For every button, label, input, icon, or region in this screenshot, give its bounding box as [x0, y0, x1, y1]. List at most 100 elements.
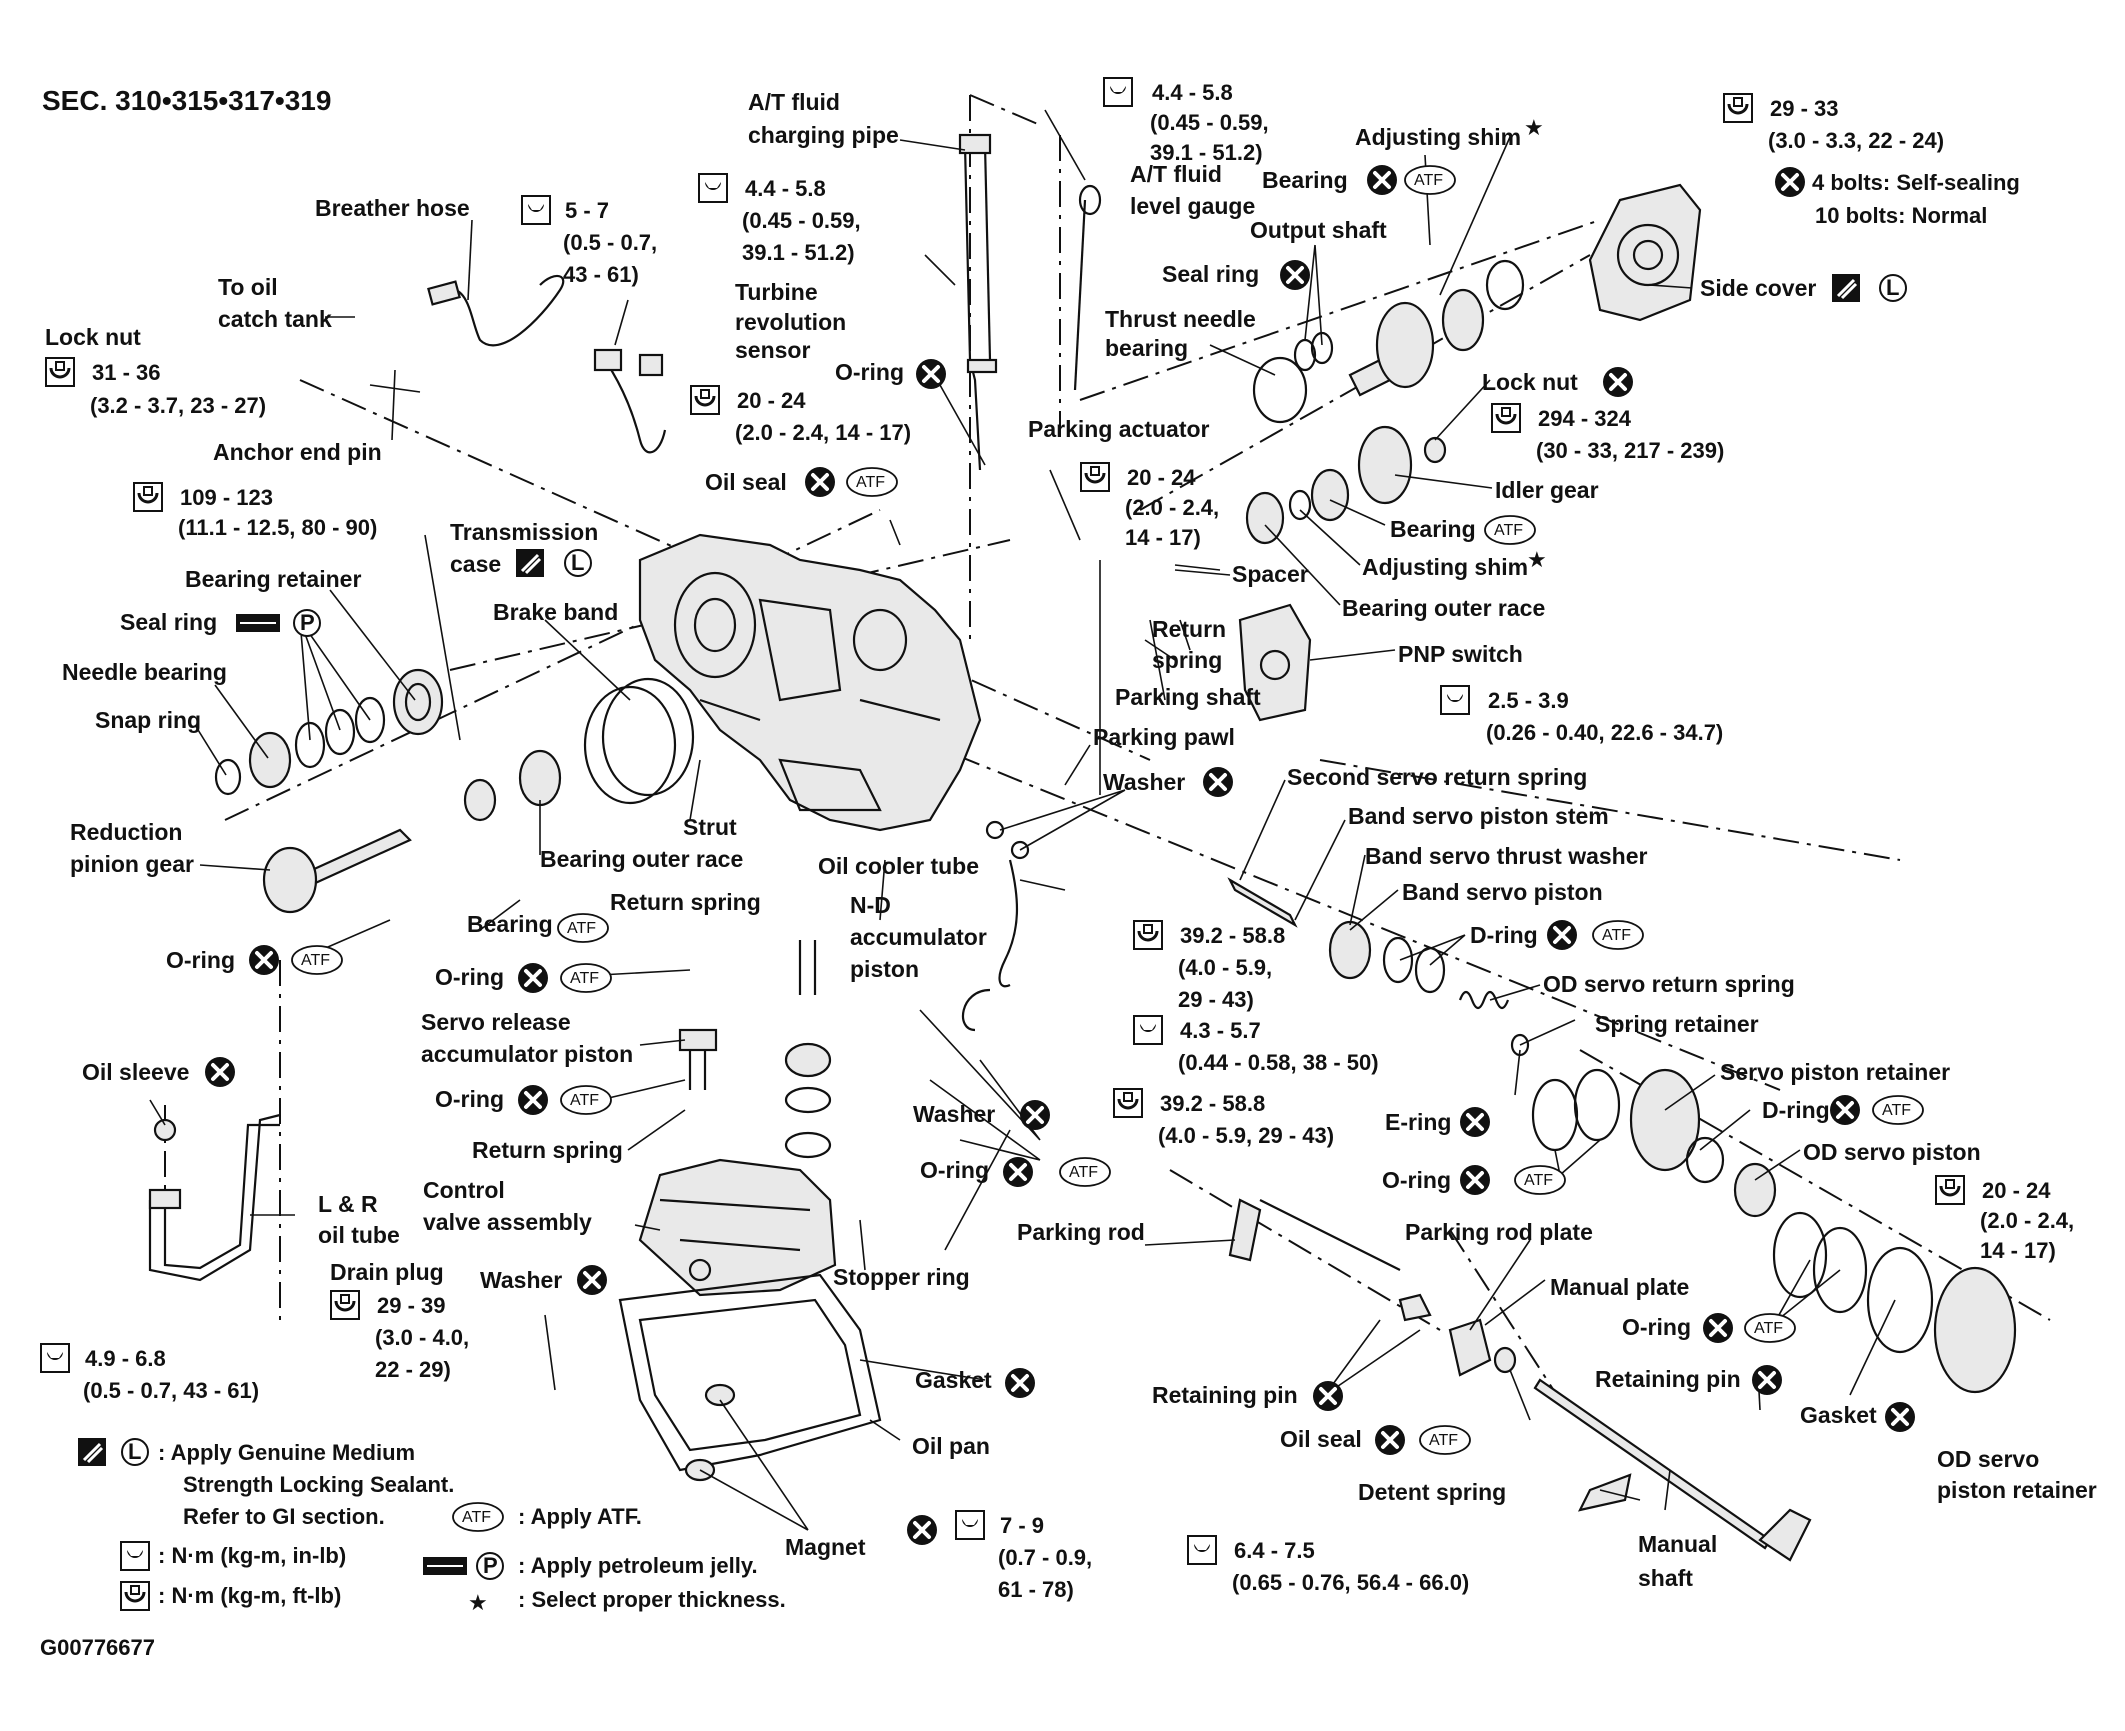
label-magnet: Magnet [785, 1534, 866, 1560]
lr-oil-tube-part [148, 1113, 281, 1282]
legend-atf: : Apply ATF. [518, 1504, 642, 1529]
torque-cooler2-a: 4.3 - 5.7 [1180, 1018, 1261, 1043]
replace-icon [1001, 1155, 1035, 1189]
torque-gauge-b: (0.45 - 0.59, [1150, 110, 1269, 135]
brake-band-part [583, 677, 695, 805]
label-to-oil-catch-tank-2: catch tank [218, 306, 332, 332]
label-manual-shaft-1: Manual [1638, 1531, 1717, 1557]
legend-locking-icon: L [128, 1439, 141, 1464]
side-cover-part [1588, 183, 1702, 322]
replace-icon [1373, 1423, 1407, 1457]
torque-idler-b: (30 - 33, 217 - 239) [1536, 438, 1724, 463]
label-lock-nut-right: Lock nut [1482, 369, 1578, 395]
legend-sealant-1: : Apply Genuine Medium [158, 1440, 415, 1465]
label-pnp-switch: PNP switch [1398, 641, 1523, 667]
label-transmission-case-2: case [450, 551, 501, 577]
replace-icon [516, 1083, 550, 1117]
label-oil-sleeve: Oil sleeve [82, 1059, 189, 1085]
label-od-servo-return-spring: OD servo return spring [1543, 971, 1795, 997]
label-adjusting-shim-right: Adjusting shim [1362, 554, 1528, 580]
torque-pan-c: 61 - 78) [998, 1577, 1074, 1602]
label-reduction-pinion-gear-2: pinion gear [70, 851, 194, 877]
label-second-servo-spring: Second servo return spring [1287, 764, 1587, 790]
label-turbine-sensor-2: revolution [735, 309, 846, 335]
replace-icon [1601, 365, 1635, 399]
label-bearing-top: Bearing [1262, 167, 1348, 193]
torque-cooler3-a: 39.2 - 58.8 [1160, 1091, 1265, 1116]
label-seal-ring-left: Seal ring [120, 609, 217, 635]
parking-rod-part [1228, 1198, 1401, 1271]
torque-breather-c: 43 - 61) [563, 262, 639, 287]
torque-cooler1-a: 39.2 - 58.8 [1180, 923, 1285, 948]
label-drain-plug: Drain plug [330, 1259, 444, 1285]
legend-star: : Select proper thickness. [518, 1587, 786, 1612]
torque-pipe-c: 39.1 - 51.2) [742, 240, 855, 265]
turbine-sensor-part [593, 348, 667, 454]
label-od-servo-retainer-1: OD servo [1937, 1446, 2039, 1472]
label-idler-gear: Idler gear [1495, 477, 1599, 503]
torque-drain-b: (3.0 - 4.0, [375, 1325, 469, 1350]
label-oil-seal-low: Oil seal [1280, 1426, 1362, 1452]
label-oil-seal-top: Oil seal [705, 469, 787, 495]
torque-pan-a: 7 - 9 [1000, 1513, 1044, 1538]
label-band-servo-piston: Band servo piston [1402, 879, 1603, 905]
torque-case-a: 109 - 123 [180, 485, 273, 510]
atf-icon: ATF [1069, 1164, 1098, 1181]
label-at-fluid-charging-pipe-1: A/T fluid [748, 89, 840, 115]
label-servo-release-2: accumulator piston [421, 1041, 633, 1067]
locking-icon: L [571, 550, 584, 575]
label-bolts-normal: 10 bolts: Normal [1815, 203, 1987, 228]
label-bolts-self-sealing: 4 bolts: Self-sealing [1812, 170, 2020, 195]
label-to-oil-catch-tank-1: To oil [218, 274, 278, 300]
replace-icon [1750, 1363, 1784, 1397]
torque-specs: 5 - 7 (0.5 - 0.7, 43 - 61) 4.4 - 5.8 (0.… [40, 77, 2074, 1602]
replace-icon [1458, 1105, 1492, 1139]
torque-sensor-b: (2.0 - 2.4, 14 - 17) [735, 420, 911, 445]
label-od-servo-piston: OD servo piston [1803, 1139, 1981, 1165]
legend: L : Apply Genuine Medium Strength Lockin… [76, 1436, 786, 1615]
star-adjusting-right: ★ [1527, 547, 1547, 572]
torque-od-a: 20 - 24 [1982, 1178, 2051, 1203]
torque-od-b: (2.0 - 2.4, [1980, 1208, 2074, 1233]
label-detent-spring: Detent spring [1358, 1479, 1506, 1505]
torque-gauge-c: 39.1 - 51.2) [1150, 140, 1263, 165]
label-oil-cooler-tube: Oil cooler tube [818, 853, 979, 879]
label-return-spring-low: Return spring [472, 1137, 623, 1163]
legend-star-icon: ★ [468, 1590, 488, 1615]
label-washer-mid: Washer [1103, 769, 1185, 795]
label-washer-drain: Washer [480, 1267, 562, 1293]
label-snap-ring: Snap ring [95, 707, 201, 733]
label-nd-accum-1: N-D [850, 892, 891, 918]
label-thrust-needle-2: bearing [1105, 335, 1188, 361]
label-band-servo-stem: Band servo piston stem [1348, 803, 1609, 829]
leader-lines [149, 109, 1896, 1531]
label-parking-shaft: Parking shaft [1115, 684, 1261, 710]
label-manual-plate: Manual plate [1550, 1274, 1689, 1300]
atf-icon: ATF [1754, 1320, 1783, 1337]
replace-icon [575, 1263, 609, 1297]
atf-icon: ATF [1602, 927, 1631, 944]
label-o-ring-mid1: O-ring [435, 964, 504, 990]
atf-icon: ATF [1882, 1102, 1911, 1119]
charging-pipe [958, 133, 998, 471]
legend-sealant-2: Strength Locking Sealant. [183, 1472, 454, 1497]
replace-icon [1365, 163, 1399, 197]
label-parking-rod-plate: Parking rod plate [1405, 1219, 1593, 1245]
replace-icon [803, 465, 837, 499]
label-at-fluid-level-gauge-2: level gauge [1130, 193, 1255, 219]
replace-icon [1311, 1379, 1345, 1413]
replace-icon [516, 961, 550, 995]
control-valve-part [638, 1158, 837, 1297]
replace-icon [1883, 1400, 1917, 1434]
torque-detent-b: (0.65 - 0.76, 56.4 - 66.0) [1232, 1570, 1469, 1595]
part-labels: A/T fluid charging pipe A/T fluid level … [45, 89, 2097, 1591]
torque-pnp-b: (0.26 - 0.40, 22.6 - 34.7) [1486, 720, 1723, 745]
label-turbine-sensor-3: sensor [735, 337, 810, 363]
label-bearing-left: Bearing [467, 911, 553, 937]
breather-hose-part [427, 274, 565, 347]
torque-breather-b: (0.5 - 0.7, [563, 230, 657, 255]
label-bearing-right: Bearing [1390, 516, 1476, 542]
label-washer-low: Washer [913, 1101, 995, 1127]
